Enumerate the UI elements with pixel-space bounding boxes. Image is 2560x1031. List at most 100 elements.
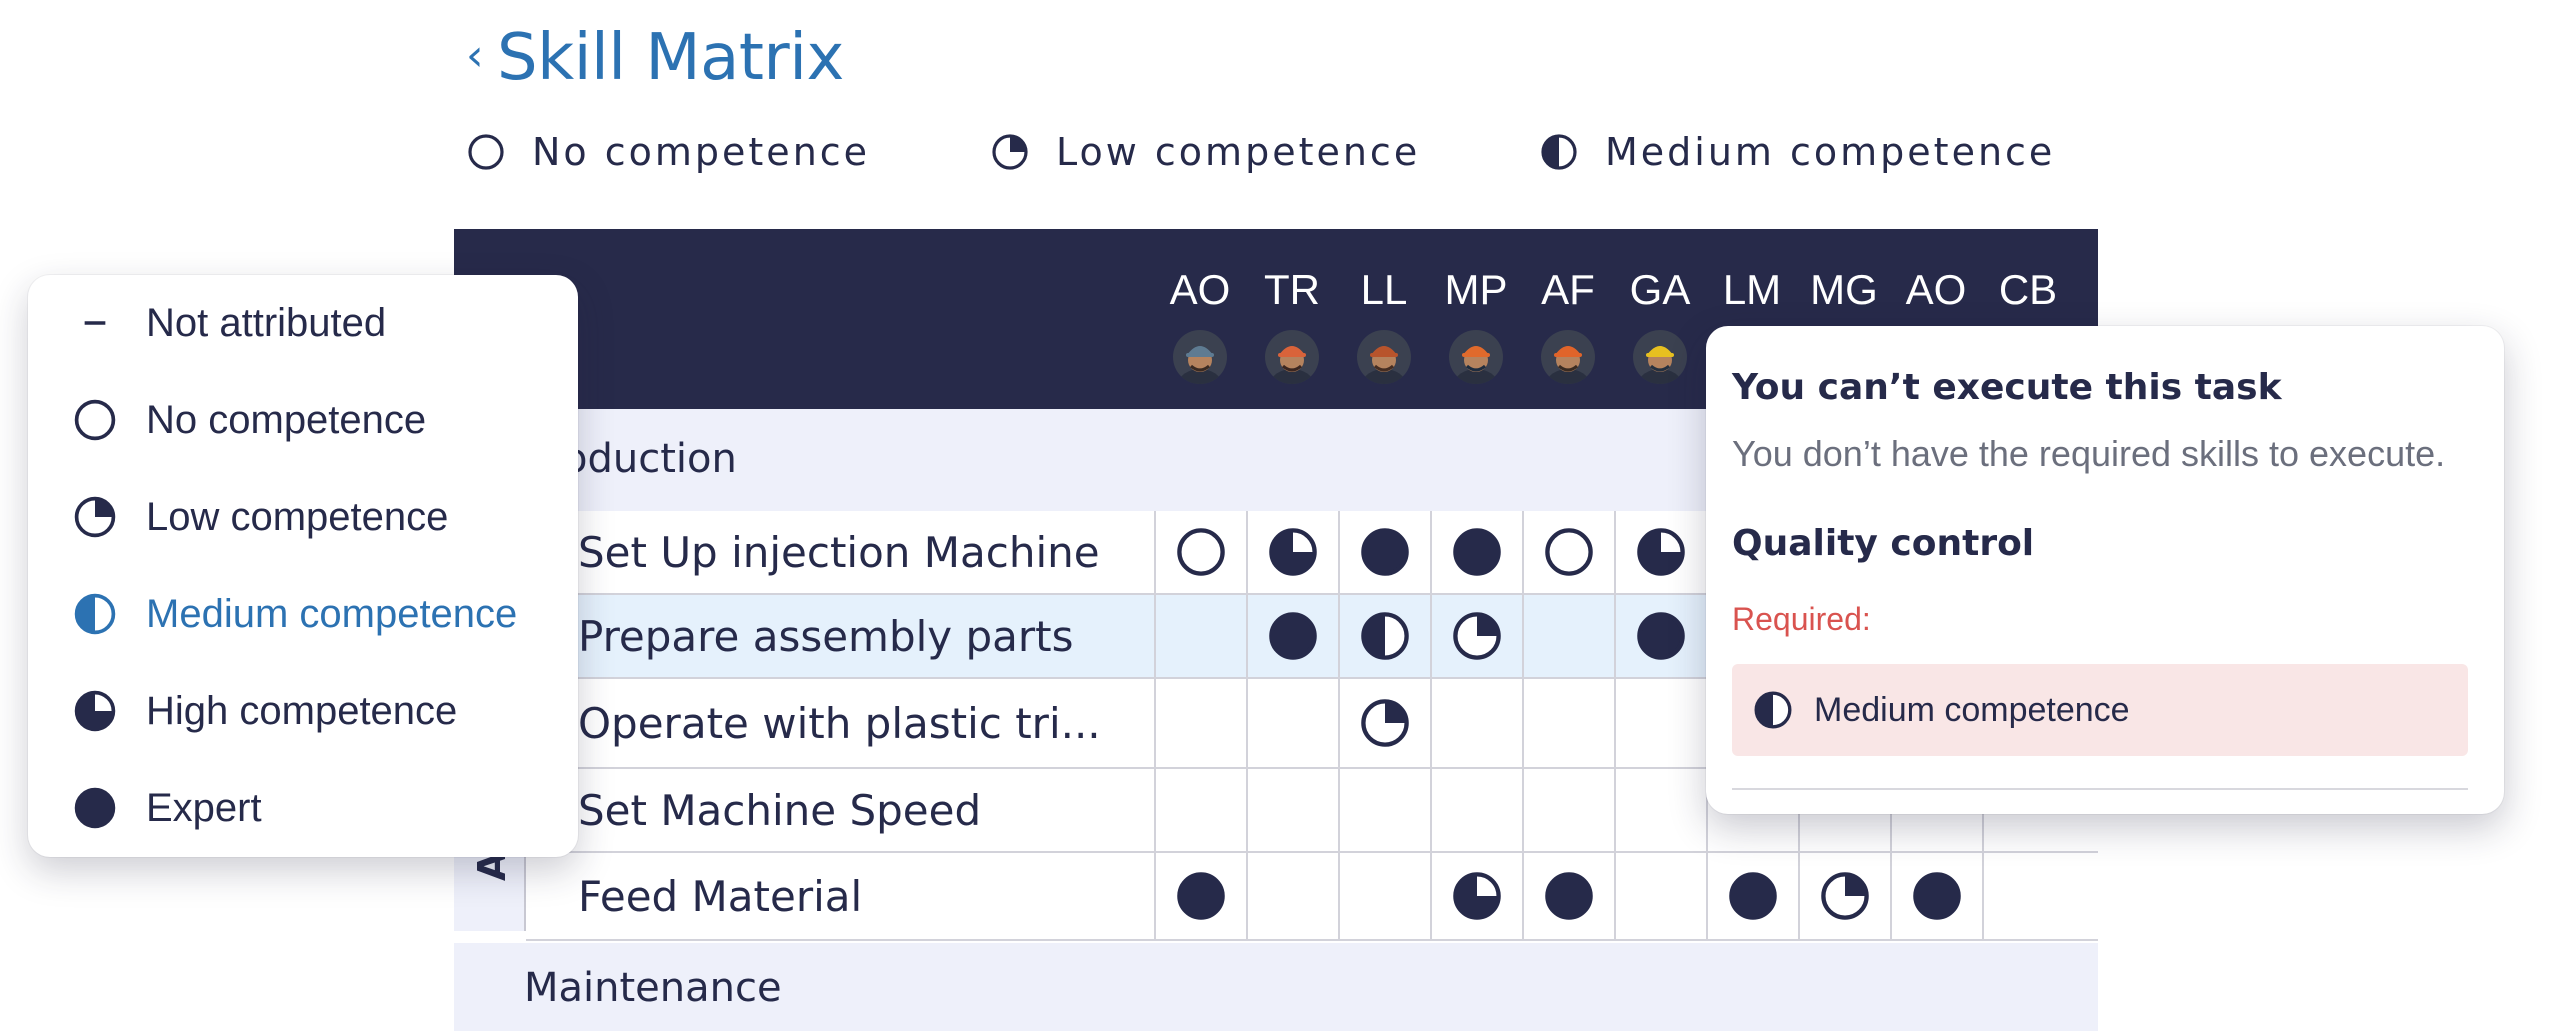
dropdown-option-label: Medium competence [146,592,518,636]
avatar[interactable] [1541,330,1595,384]
low-competence-icon [1453,612,1501,660]
tooltip-description: You don’t have the required skills to ex… [1732,433,2446,474]
competence-cell[interactable] [1430,769,1522,851]
competence-cell[interactable] [1614,853,1706,939]
low-competence-icon [1821,872,1869,920]
competence-cell[interactable] [1798,853,1890,939]
competence-cell[interactable] [1522,853,1614,939]
competence-cell[interactable] [1338,595,1430,677]
competence-cell[interactable] [1614,595,1706,677]
avatar[interactable] [1357,330,1411,384]
competence-cell[interactable] [1338,679,1430,767]
competence-cell[interactable] [1246,853,1338,939]
task-row[interactable]: Set Up injection Machine [526,511,2098,595]
high-competence-icon [74,690,116,732]
legend-item-no-competence: No competence [466,124,870,180]
column-header-mp[interactable]: MP [1430,229,1522,409]
expert-icon [1453,528,1501,576]
low-competence-icon [74,496,116,538]
tooltip-title: You can’t execute this task [1732,367,2282,408]
dropdown-option-label: High competence [146,689,458,733]
no-competence-icon [1545,528,1593,576]
dropdown-option-no-competence[interactable]: No competence [28,390,578,450]
expert-icon [1361,528,1409,576]
medium-competence-icon [1754,691,1792,729]
avatar[interactable] [1265,330,1319,384]
competence-cell[interactable] [1246,511,1338,593]
section-title: Maintenance [524,965,782,1011]
competence-cell[interactable] [1982,853,2074,939]
tooltip-skill-name: Quality control [1732,523,2035,564]
competence-cell[interactable] [1430,679,1522,767]
competence-cell[interactable] [1614,679,1706,767]
column-header-ao[interactable]: AO [1154,229,1246,409]
expert-icon [74,787,116,829]
competence-cell[interactable] [1430,511,1522,593]
column-header-ll[interactable]: LL [1338,229,1430,409]
task-row[interactable]: Operate with plastic tri... [526,679,2098,769]
column-header-af[interactable]: AF [1522,229,1614,409]
competence-cell[interactable] [1246,679,1338,767]
avatar[interactable] [1173,330,1227,384]
legend-item-low-competence: Low competence [990,124,1420,180]
dropdown-option-label: No competence [146,398,427,442]
legend-label: Low competence [1056,130,1421,174]
page-title: Skill Matrix [497,21,844,95]
competence-cell[interactable] [1430,595,1522,677]
competence-cell[interactable] [1154,853,1246,939]
medium-competence-icon [1361,612,1409,660]
competence-cell[interactable] [1338,511,1430,593]
competence-cell[interactable] [1706,769,1798,851]
expert-icon [1637,612,1685,660]
task-row[interactable]: Feed Material [526,853,2098,941]
task-warning-tooltip: You can’t execute this task You don’t ha… [1706,326,2504,814]
dropdown-option-expert[interactable]: Expert [28,778,578,838]
column-initials: AO [1905,266,1967,313]
competence-cell[interactable] [1890,853,1982,939]
task-label: Set Machine Speed [578,785,982,835]
dropdown-option-high-competence[interactable]: High competence [28,681,578,741]
competence-cell[interactable] [1154,769,1246,851]
tooltip-required-label: Required: [1732,601,1871,637]
low-competence-icon [1361,699,1409,747]
back-chevron-icon[interactable]: ‹ [466,30,484,81]
competence-cell[interactable] [1522,679,1614,767]
competence-cell[interactable] [1706,853,1798,939]
expert-icon [1729,872,1777,920]
column-initials: TR [1264,266,1320,313]
expert-icon [1545,872,1593,920]
competence-cell[interactable] [1522,595,1614,677]
competence-cell[interactable] [1430,853,1522,939]
competence-cell[interactable] [1522,769,1614,851]
competence-cell[interactable] [1154,679,1246,767]
avatar[interactable] [1449,330,1503,384]
section-row-maintenance[interactable]: Maintenance [454,943,2098,1031]
no-competence-icon [1177,528,1225,576]
avatar[interactable] [1633,330,1687,384]
dropdown-option-medium-competence[interactable]: Medium competence [28,584,578,644]
column-header-tr[interactable]: TR [1246,229,1338,409]
column-initials: LL [1360,266,1408,313]
task-label: Prepare assembly parts [578,611,1074,661]
competence-cell[interactable] [1338,769,1430,851]
no-competence-icon [74,399,116,441]
competence-cell[interactable] [1246,595,1338,677]
competence-cell[interactable] [1246,769,1338,851]
legend-label: Medium competence [1605,130,2056,174]
competence-cell[interactable] [1522,511,1614,593]
high-competence-icon [1269,528,1317,576]
required-competence-badge: Medium competence [1732,664,2468,756]
column-header-ga[interactable]: GA [1614,229,1706,409]
competence-cell[interactable] [1154,511,1246,593]
dropdown-option-label: Expert [146,786,262,830]
competence-cell[interactable] [1338,853,1430,939]
competence-cell[interactable] [1154,595,1246,677]
high-competence-icon [1453,872,1501,920]
dropdown-option-label: Not attributed [146,301,387,345]
dropdown-option-low-competence[interactable]: Low competence [28,487,578,547]
competence-cell[interactable] [1614,511,1706,593]
dropdown-option-label: Low competence [146,495,449,539]
dropdown-option-not-attributed[interactable]: Not attributed [28,293,578,353]
competence-cell[interactable] [1614,769,1706,851]
no-competence-icon [468,134,504,170]
